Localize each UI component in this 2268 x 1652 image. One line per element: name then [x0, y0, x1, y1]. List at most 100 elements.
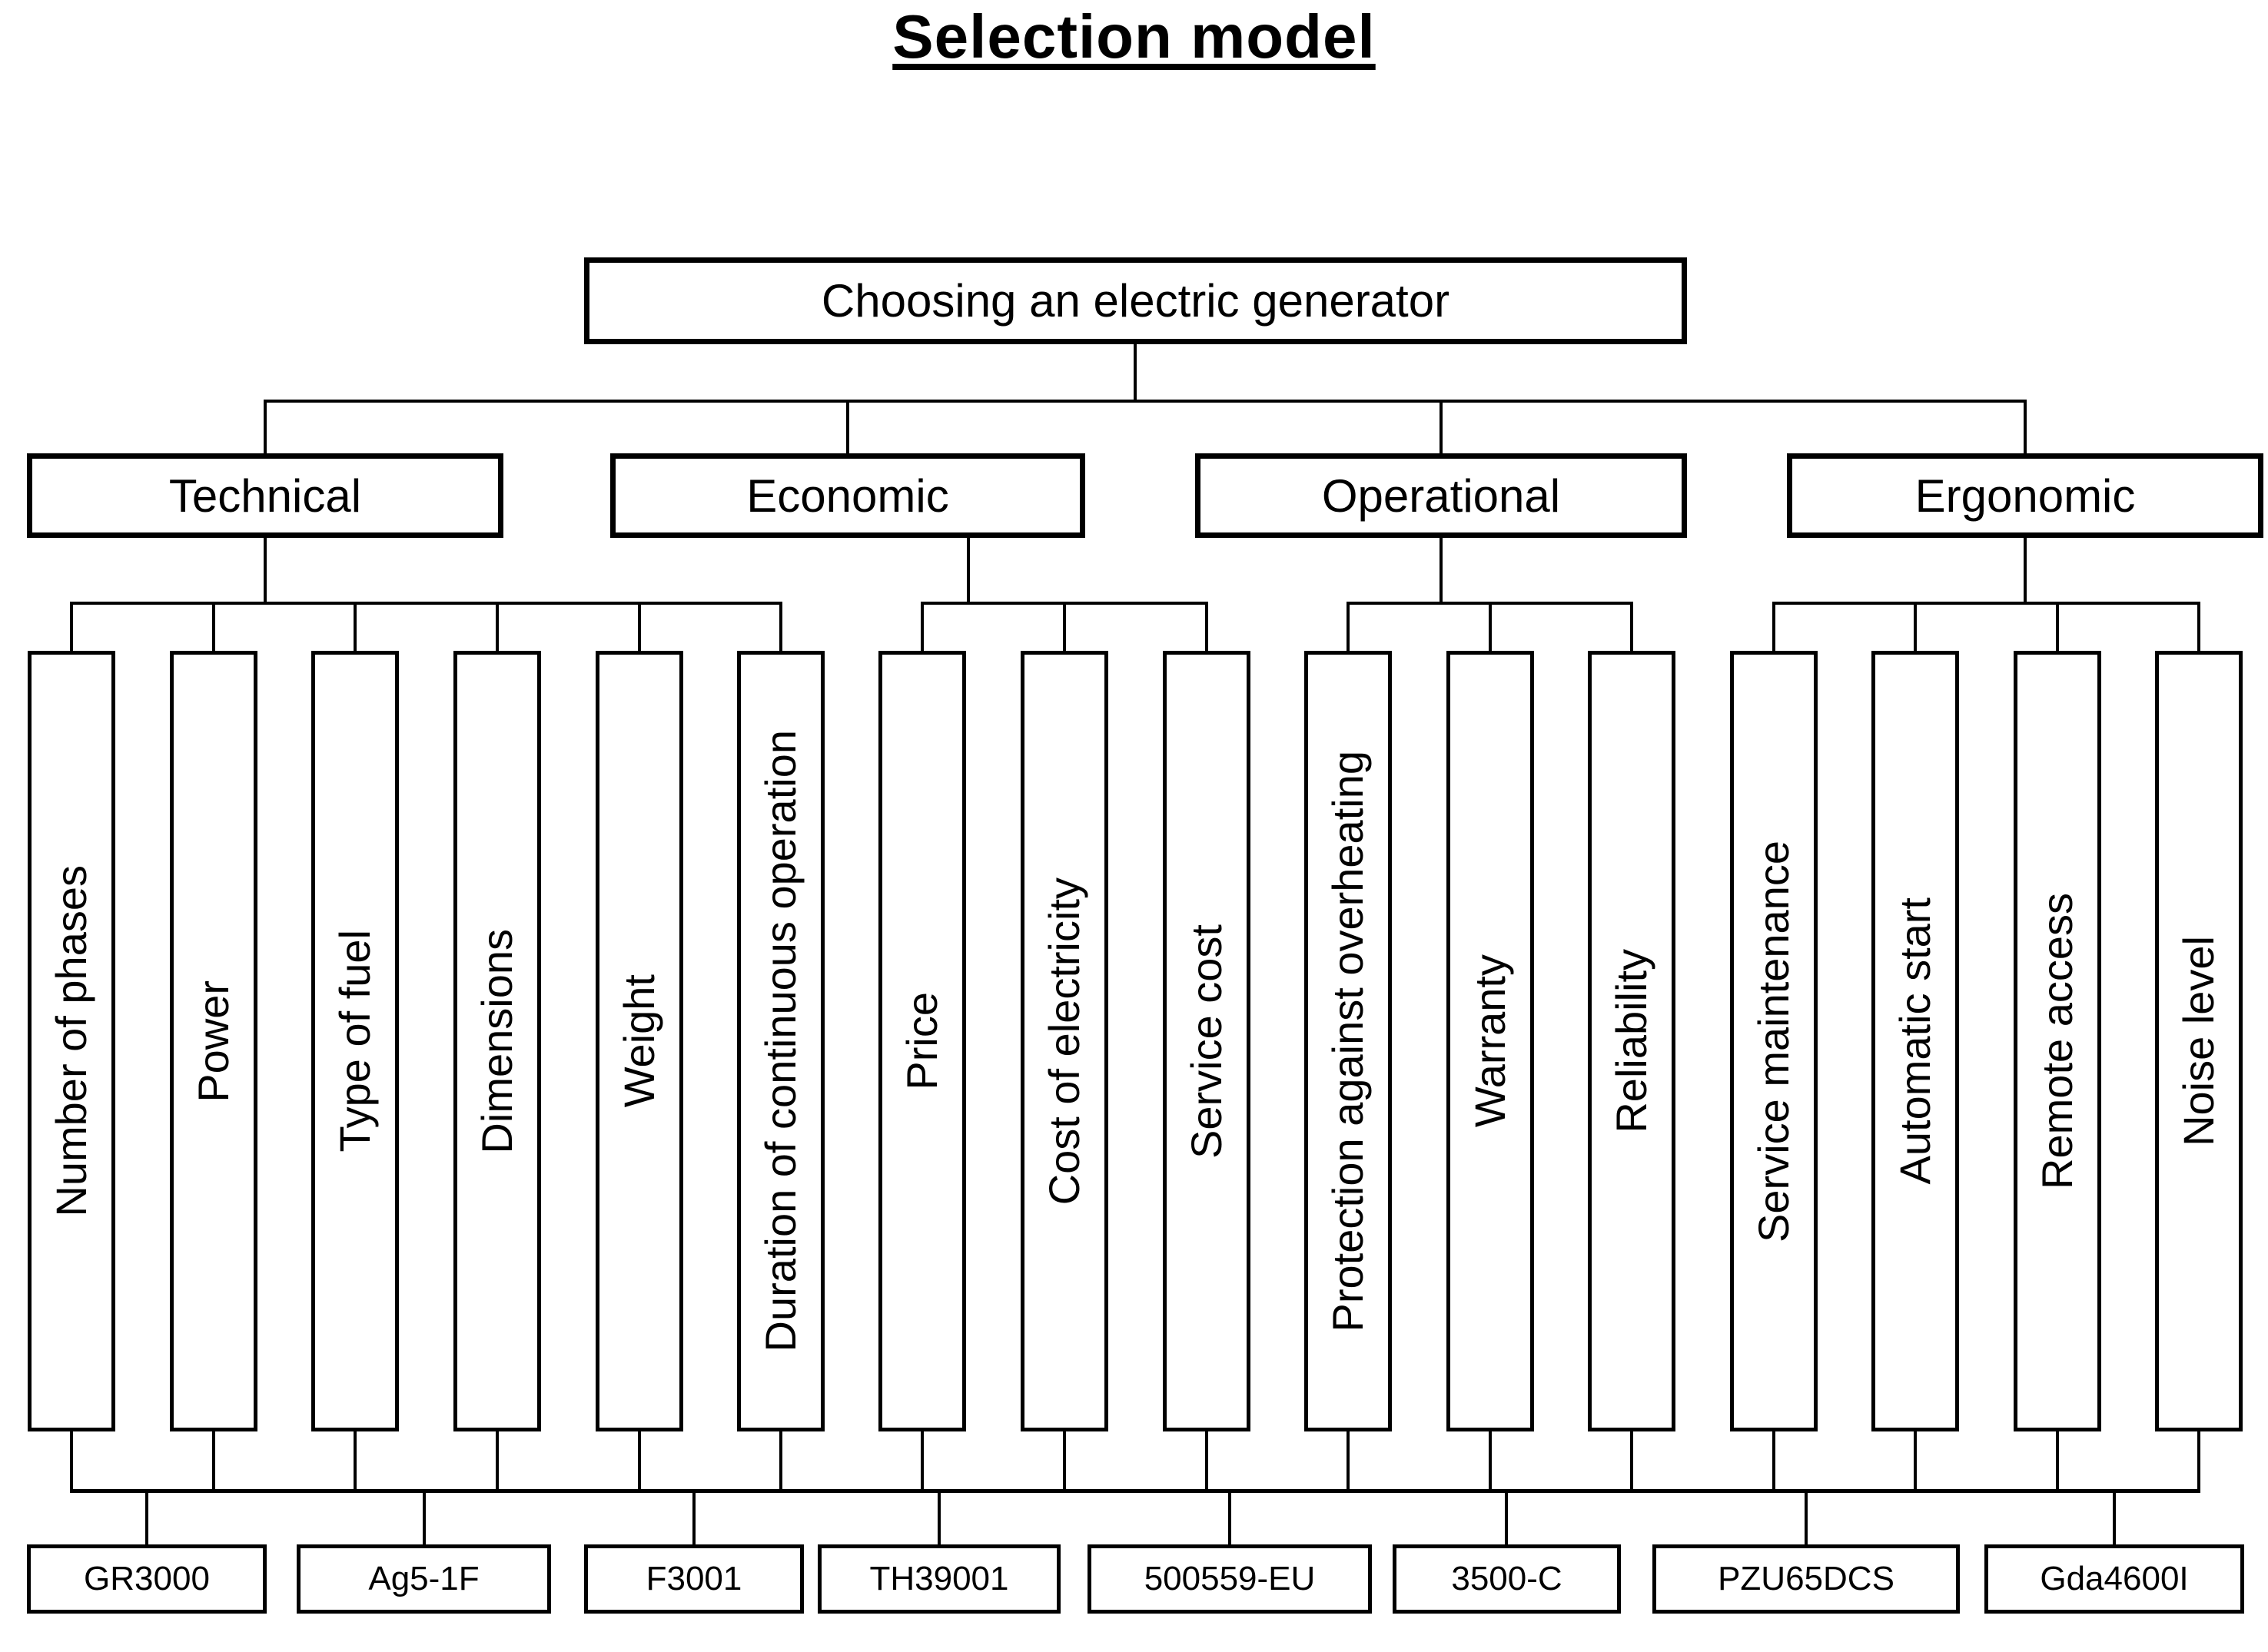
criterion-box-weight: Weight: [596, 651, 683, 1431]
category-label-ergonomic: Ergonomic: [1914, 469, 2136, 522]
connector-criterion-bottom-stub: [1205, 1430, 1208, 1492]
category-box-ergonomic: Ergonomic: [1787, 453, 2263, 538]
alternative-box-f3001: F3001: [584, 1544, 804, 1614]
alternative-label: Gda4600I: [2040, 1560, 2189, 1597]
criterion-box-service-maintenance: Service maintenance: [1730, 651, 1818, 1431]
criterion-box-warranty: Warranty: [1446, 651, 1534, 1431]
criterion-label: Cost of electricity: [1040, 877, 1088, 1206]
connector-criterion-stub: [212, 602, 215, 651]
connector-technical-drop: [264, 536, 267, 605]
criterion-label: Type of fuel: [330, 930, 379, 1153]
connector-alternative-drop: [1228, 1491, 1231, 1544]
criterion-box-noise-level: Noise level: [2155, 651, 2243, 1431]
connector-criterion-bottom-stub: [921, 1430, 924, 1492]
connector-criterion-bottom-stub: [212, 1430, 215, 1492]
category-label-operational: Operational: [1321, 469, 1561, 522]
criterion-label: Number of phases: [47, 865, 95, 1217]
criterion-label: Protection against overheating: [1323, 750, 1372, 1332]
connector-criterion-stub: [1914, 602, 1917, 651]
connector-criterion-stub: [1489, 602, 1492, 651]
connector-stub-ergonomic: [2024, 400, 2027, 453]
criterion-box-protection-against-overheating: Protection against overheating: [1304, 651, 1392, 1431]
criterion-box-remote-access: Remote access: [2014, 651, 2101, 1431]
root-box-choosing-generator: Choosing an electric generator: [584, 257, 1687, 344]
connector-criterion-stub: [354, 602, 357, 651]
connector-stub-economic: [846, 400, 849, 453]
alternative-label: GR3000: [84, 1560, 210, 1597]
connector-criterion-stub: [2056, 602, 2059, 651]
connector-stub-technical: [264, 400, 267, 453]
category-box-technical: Technical: [27, 453, 503, 538]
criterion-label: Warranty: [1466, 954, 1514, 1128]
category-box-economic: Economic: [610, 453, 1085, 538]
connector-criterion-stub: [1205, 602, 1208, 651]
page-title: Selection model: [892, 2, 1376, 71]
connector-ergonomic-drop: [2024, 536, 2027, 605]
alternative-label: PZU65DCS: [1718, 1560, 1894, 1597]
connector-criterion-stub: [638, 602, 641, 651]
alternative-box-gr3000: GR3000: [27, 1544, 267, 1614]
connector-criterion-stub: [70, 602, 73, 651]
criterion-label: Power: [189, 980, 237, 1103]
connector-alternative-drop: [938, 1491, 941, 1544]
criterion-box-number-of-phases: Number of phases: [28, 651, 115, 1431]
root-box-label: Choosing an electric generator: [821, 275, 1450, 327]
connector-criterion-bottom-stub: [638, 1430, 641, 1492]
alternative-box-3500-c: 3500-C: [1393, 1544, 1621, 1614]
connector-criterion-bottom-stub: [2056, 1430, 2059, 1492]
alternative-label: TH39001: [869, 1560, 1009, 1597]
connector-criterion-stub: [1772, 602, 1775, 651]
connector-criterion-bottom-stub: [354, 1430, 357, 1492]
connector-criterion-stub: [779, 602, 782, 651]
criterion-label: Service maintenance: [1749, 840, 1798, 1242]
alternative-box-th39001: TH39001: [818, 1544, 1061, 1614]
criterion-label: Weight: [615, 974, 663, 1108]
connector-criterion-stub: [1630, 602, 1633, 651]
connector-criterion-bottom-stub: [2197, 1430, 2200, 1492]
category-label-economic: Economic: [746, 469, 949, 522]
criterion-box-service-cost: Service cost: [1163, 651, 1250, 1431]
category-box-operational: Operational: [1195, 453, 1687, 538]
connector-ergonomic-bar: [1772, 602, 2200, 605]
connector-stub-operational: [1439, 400, 1443, 453]
connector-alternative-drop: [1805, 1491, 1808, 1544]
connector-criterion-stub: [1347, 602, 1350, 651]
criterion-label: Remote access: [2033, 893, 2081, 1189]
connector-top-bar: [264, 400, 2027, 403]
connector-criterion-stub: [921, 602, 924, 651]
connector-alternative-drop: [692, 1491, 696, 1544]
connector-criterion-bottom-stub: [1630, 1430, 1633, 1492]
connector-alternative-drop: [423, 1491, 426, 1544]
alternative-box-pzu65dcs: PZU65DCS: [1652, 1544, 1960, 1614]
connector-criterion-bottom-stub: [1914, 1430, 1917, 1492]
connector-alternative-drop: [1505, 1491, 1508, 1544]
connector-criterion-bottom-stub: [1063, 1430, 1066, 1492]
connector-bottom-bar: [70, 1489, 2200, 1493]
connector-criterion-bottom-stub: [496, 1430, 499, 1492]
connector-technical-bar: [70, 602, 782, 605]
criterion-box-duration-of-continuous-operation: Duration of continuous operation: [737, 651, 825, 1431]
criterion-label: Price: [898, 992, 946, 1090]
criterion-box-automatic-start: Automatic start: [1871, 651, 1959, 1431]
connector-economic-drop: [967, 536, 970, 605]
criterion-box-cost-of-electricity: Cost of electricity: [1021, 651, 1108, 1431]
criterion-box-dimensions: Dimensions: [453, 651, 541, 1431]
connector-criterion-bottom-stub: [779, 1430, 782, 1492]
connector-operational-drop: [1439, 536, 1443, 605]
alternative-box-gda4600i: Gda4600I: [1984, 1544, 2244, 1614]
criterion-box-type-of-fuel: Type of fuel: [311, 651, 399, 1431]
alternative-label: 500559-EU: [1144, 1560, 1316, 1597]
criterion-label: Service cost: [1182, 924, 1230, 1159]
criterion-label: Noise level: [2174, 936, 2223, 1146]
alternative-box-ag5-1f: Ag5-1F: [297, 1544, 551, 1614]
connector-alternative-drop: [145, 1491, 148, 1544]
connector-alternative-drop: [2113, 1491, 2116, 1544]
connector-criterion-stub: [496, 602, 499, 651]
alternative-label: F3001: [646, 1560, 742, 1597]
alternative-label: Ag5-1F: [368, 1560, 480, 1597]
category-label-technical: Technical: [168, 469, 362, 522]
connector-criterion-bottom-stub: [70, 1430, 73, 1492]
connector-criterion-bottom-stub: [1347, 1430, 1350, 1492]
criterion-box-power: Power: [170, 651, 257, 1431]
